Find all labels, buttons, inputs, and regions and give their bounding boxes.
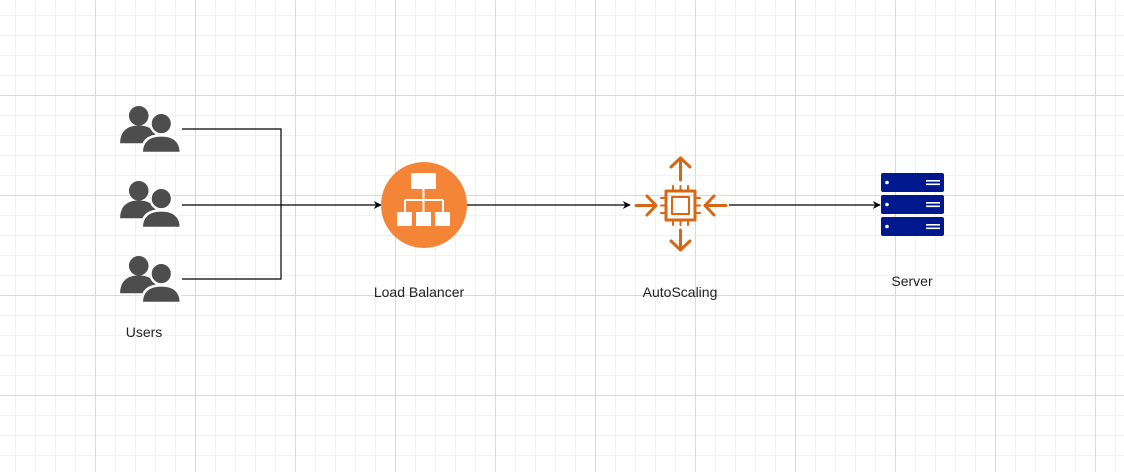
users-group[interactable] [119,104,182,303]
users-label: Users [125,324,163,340]
connectors [182,128,881,280]
server-label: Server [891,273,933,289]
connector-users-bottom[interactable] [182,205,282,280]
load-balancer-label: Load Balancer [373,284,465,300]
users-icon[interactable] [119,104,182,153]
load-balancer-icon[interactable] [381,162,467,248]
autoscaling-icon[interactable] [634,156,728,252]
connector-users-top[interactable] [182,128,282,205]
server-icon[interactable] [881,173,944,236]
users-icon[interactable] [119,179,182,228]
autoscaling-label: AutoScaling [642,284,718,300]
users-icon[interactable] [119,254,182,303]
